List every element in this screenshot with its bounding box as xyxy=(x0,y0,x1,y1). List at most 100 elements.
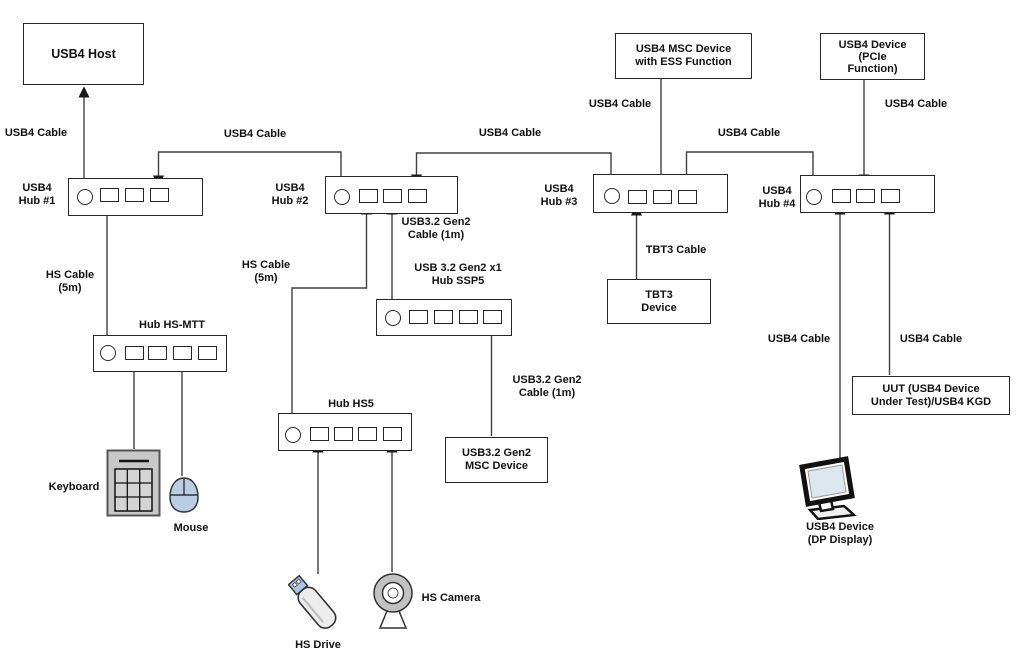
hub-ssp5-label: USB 3.2 Gen2 x1 Hub SSP5 xyxy=(398,262,518,287)
tbt3-device-box: TBT3 Device xyxy=(607,279,711,324)
usb4-hub4-label: USB4 Hub #4 xyxy=(746,185,808,210)
usb4-cable-label-uut: USB4 Cable xyxy=(899,333,963,345)
label-line: USB3.2 Gen2 xyxy=(401,216,471,228)
usb4-cable-label-display: USB4 Cable xyxy=(767,333,831,345)
label-line: (PCIe xyxy=(858,50,887,63)
usb-drive-icon xyxy=(288,574,337,629)
usb4-host-box: USB4 Host xyxy=(23,23,144,85)
label-line: Hub #3 xyxy=(540,195,578,208)
keyboard-icon xyxy=(106,449,161,517)
downstream-port xyxy=(148,346,167,360)
label-line: Hub #2 xyxy=(271,194,309,207)
downstream-port xyxy=(150,188,169,202)
label-line: USB4 xyxy=(275,182,305,194)
label-line: Hub #1 xyxy=(18,194,56,207)
hs-cable-label-hs5: HS Cable (5m) xyxy=(226,259,306,284)
label-line: USB4 xyxy=(22,182,52,194)
upstream-port xyxy=(285,427,301,443)
label-line: USB4 Host xyxy=(51,46,116,61)
upstream-port xyxy=(77,189,93,205)
label-line: Cable (1m) xyxy=(518,386,576,399)
downstream-port xyxy=(383,189,402,203)
downstream-port xyxy=(125,346,144,360)
label-line: HS Cable xyxy=(241,259,291,271)
usb4-hub3 xyxy=(593,174,728,213)
usb4-pcie-device-box: USB4 Device (PCIe Function) xyxy=(820,33,925,80)
label-line: USB3.2 Gen2 xyxy=(461,447,532,459)
usb4-hub4 xyxy=(800,175,935,213)
downstream-port xyxy=(383,427,402,441)
label-line: Cable (1m) xyxy=(407,228,465,241)
label-line: Function) xyxy=(847,62,898,75)
monitor-icon xyxy=(799,456,857,520)
usb4-cable-label-hub2-hub3: USB4 Cable xyxy=(478,127,542,139)
label-line: with ESS Function xyxy=(635,56,732,68)
label-line: Device xyxy=(641,301,677,314)
mouse-icon xyxy=(169,477,199,513)
label-line: Hub HS-MTT xyxy=(139,319,205,331)
downstream-port xyxy=(434,310,453,324)
label-line: (5m) xyxy=(58,281,82,294)
label-line: Hub SSP5 xyxy=(431,274,485,287)
label-line: USB4 Device xyxy=(838,38,907,51)
dp-display-label: USB4 Device (DP Display) xyxy=(795,521,885,546)
downstream-port xyxy=(653,190,672,204)
label-line: Hub HS5 xyxy=(328,398,374,410)
label-line: TBT3 xyxy=(645,288,673,301)
downstream-port xyxy=(100,188,119,202)
webcam-icon xyxy=(373,573,413,629)
downstream-port xyxy=(334,427,353,441)
tbt3-cable-label: TBT3 Cable xyxy=(645,244,707,256)
hub-hs5 xyxy=(278,413,412,451)
label-line: (DP Display) xyxy=(807,533,873,546)
usb4-hub2 xyxy=(325,176,458,214)
usb4-hub2-label: USB4 Hub #2 xyxy=(259,182,321,207)
downstream-port xyxy=(881,189,900,203)
usb4-cable-label-hub1-hub2: USB4 Cable xyxy=(223,128,287,140)
downstream-port xyxy=(359,189,378,203)
downstream-port xyxy=(358,427,377,441)
downstream-port xyxy=(832,189,851,203)
downstream-port xyxy=(198,346,217,360)
label-line: USB 3.2 Gen2 x1 xyxy=(414,262,502,274)
mouse-label: Mouse xyxy=(173,522,209,534)
label-line: USB4 xyxy=(544,183,574,195)
uut-box: UUT (USB4 Device Under Test)/USB4 KGD xyxy=(852,376,1010,415)
downstream-port xyxy=(459,310,478,324)
usb4-cable-label-hub3-hub4: USB4 Cable xyxy=(717,127,781,139)
hs-cable-label-hsmtt: HS Cable (5m) xyxy=(30,269,110,294)
cable-hub2-to-hub1 xyxy=(152,151,342,188)
downstream-port xyxy=(125,188,144,202)
usb32-cable-label-hub2: USB3.2 Gen2 Cable (1m) xyxy=(376,216,496,241)
downstream-port xyxy=(408,189,427,203)
downstream-port xyxy=(173,346,192,360)
hub-hs-mtt-label: Hub HS-MTT xyxy=(112,319,232,332)
label-line: USB4 MSC Device xyxy=(635,43,732,55)
usb32-msc-device-box: USB3.2 Gen2 MSC Device xyxy=(445,437,548,483)
label-line: (5m) xyxy=(254,271,278,284)
usb4-hub1-label: USB4 Hub #1 xyxy=(6,182,68,207)
downstream-port xyxy=(310,427,329,441)
usb32-cable-label-ssp5: USB3.2 Gen2 Cable (1m) xyxy=(487,374,607,399)
hub-hs5-label: Hub HS5 xyxy=(291,398,411,411)
cable-hub4-to-hub3 xyxy=(680,151,814,188)
cable-hub3-to-hub2 xyxy=(410,152,612,187)
label-line: UUT (USB4 Device xyxy=(882,382,980,395)
usb4-hub3-label: USB4 Hub #3 xyxy=(528,183,590,208)
hs-camera-label: HS Camera xyxy=(421,592,481,604)
keyboard-label: Keyboard xyxy=(48,481,100,493)
upstream-port xyxy=(334,189,350,205)
label-line: USB4 xyxy=(762,185,792,197)
downstream-port xyxy=(628,190,647,204)
usb4-hub1 xyxy=(68,178,203,216)
label-line: MSC Device xyxy=(465,460,528,472)
label-line: Hub #4 xyxy=(758,197,796,210)
downstream-port xyxy=(483,310,502,324)
usb4-msc-ess-device-box: USB4 MSC Device with ESS Function xyxy=(615,33,752,79)
hs-drive-label: HS Drive xyxy=(295,639,341,651)
downstream-port xyxy=(678,190,697,204)
upstream-port xyxy=(100,345,116,361)
downstream-port xyxy=(409,310,428,324)
upstream-port xyxy=(385,310,401,326)
